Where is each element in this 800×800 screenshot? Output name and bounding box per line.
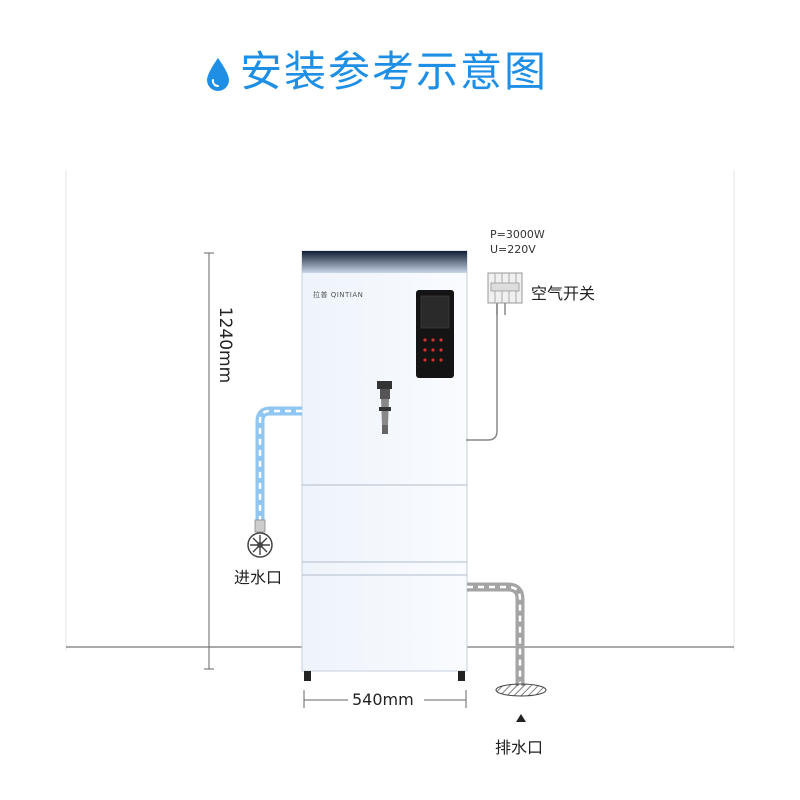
water-boiler bbox=[301, 250, 468, 681]
width-dimension bbox=[303, 690, 467, 708]
air-switch-label: 空气开关 bbox=[531, 284, 596, 303]
page-title: 安装参考示意图 bbox=[240, 47, 549, 96]
power-cable bbox=[466, 304, 498, 441]
air-switch-icon bbox=[487, 272, 523, 315]
height-label: 1240mm bbox=[215, 306, 235, 384]
drain-pipe bbox=[467, 582, 525, 686]
height-dimension bbox=[204, 252, 214, 670]
valve-icon bbox=[247, 532, 273, 558]
drain-icon bbox=[495, 683, 547, 722]
water-drop-icon bbox=[207, 58, 229, 91]
control-panel bbox=[416, 290, 454, 378]
voltage-rating: U=220V bbox=[490, 243, 536, 256]
title-block: 安装参考示意图 bbox=[0, 40, 800, 110]
inlet-pipe bbox=[254, 406, 302, 533]
faucet-icon bbox=[377, 381, 392, 434]
inlet-label: 进水口 bbox=[234, 568, 283, 587]
outlet-label: 排水口 bbox=[495, 738, 544, 757]
power-rating: P=3000W bbox=[490, 228, 545, 241]
brand-logo: 拉普 QINTIAN bbox=[313, 291, 364, 299]
width-label: 540mm bbox=[352, 690, 414, 709]
